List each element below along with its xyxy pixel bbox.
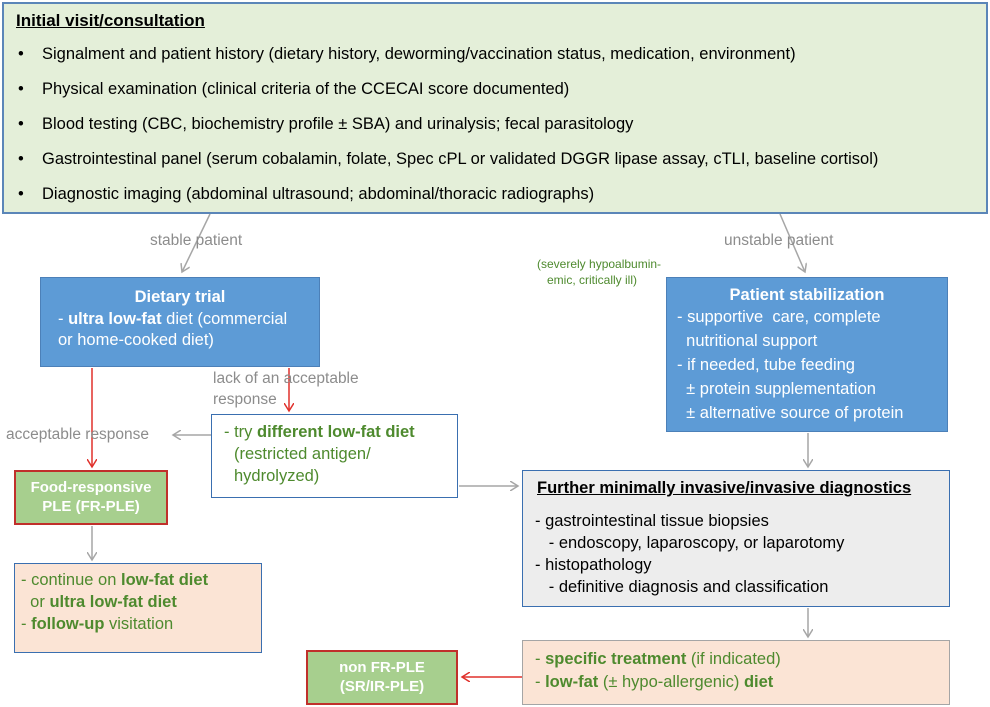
list-item: •Blood testing (CBC, biochemistry profil…	[18, 115, 634, 133]
non-fr-line1: non FR-PLE	[339, 659, 425, 676]
label-lack-line2: response	[213, 391, 277, 408]
arrow-stable	[182, 213, 211, 272]
try-diet-line2: (restricted antigen/	[234, 445, 371, 463]
stabilization-lines: - supportive care, complete nutritional …	[677, 308, 904, 422]
continue-line3: - follow-up visitation	[21, 615, 174, 633]
try-diet-line3: hydrolyzed)	[234, 467, 320, 485]
list-item: •Diagnostic imaging (abdominal ultrasoun…	[18, 185, 595, 203]
arrow-unstable	[779, 213, 805, 272]
bullet-icon: •	[18, 45, 24, 63]
try-diet-line1: - try different low-fat diet	[224, 423, 415, 441]
fr-ple-line1: Food-responsive	[30, 479, 152, 496]
dietary-line2: or home-cooked diet)	[58, 331, 214, 349]
initial-visit-title: Initial visit/consultation	[16, 11, 205, 30]
bullet-icon: •	[18, 150, 24, 168]
try-different-diet-box: - try different low-fat diet (restricted…	[211, 414, 458, 498]
further-title: Further minimally invasive/invasive diag…	[537, 479, 912, 497]
fr-ple-box: Food-responsive PLE (FR-PLE)	[14, 470, 168, 525]
fr-ple-line2: PLE (FR-PLE)	[42, 498, 140, 515]
further-diagnostics-box: Further minimally invasive/invasive diag…	[522, 470, 950, 607]
stabilization-title: Patient stabilization	[729, 286, 885, 304]
specific-line1: - specific treatment (if indicated)	[535, 650, 781, 668]
label-severe-line2: emic, critically ill)	[547, 273, 637, 287]
continue-diet-box: - continue on low-fat diet or ultra low-…	[14, 563, 262, 653]
initial-visit-list: •Signalment and patient history (dietary…	[18, 44, 878, 219]
label-severe-line1: (severely hypoalbumin-	[537, 257, 662, 271]
non-fr-ple-box: non FR-PLE (SR/IR-PLE)	[306, 650, 458, 705]
specific-line2: - low-fat (± hypo-allergenic) diet	[535, 673, 774, 691]
bullet-icon: •	[18, 115, 24, 133]
bullet-icon: •	[18, 185, 24, 203]
label-stable-patient: stable patient	[150, 232, 243, 249]
specific-treatment-box: - specific treatment (if indicated) - lo…	[522, 640, 950, 705]
list-item: •Gastrointestinal panel (serum cobalamin…	[18, 150, 879, 168]
initial-visit-box: Initial visit/consultation •Signalment a…	[2, 2, 988, 214]
further-lines: - gastrointestinal tissue biopsies - end…	[535, 512, 845, 596]
label-lack-line1: lack of an acceptable	[213, 370, 359, 387]
label-unstable-patient: unstable patient	[724, 232, 834, 249]
list-item: •Physical examination (clinical criteria…	[18, 80, 570, 98]
non-fr-line2: (SR/IR-PLE)	[339, 678, 425, 695]
list-item: •Signalment and patient history (dietary…	[18, 45, 796, 63]
continue-line1: - continue on low-fat diet	[21, 571, 209, 589]
bullet-icon: •	[18, 80, 24, 98]
patient-stabilization-box: Patient stabilization - supportive care,…	[666, 277, 948, 432]
continue-line2: or ultra low-fat diet	[21, 593, 177, 611]
dietary-trial-title: Dietary trial	[134, 288, 226, 306]
label-acceptable-response: acceptable response	[6, 426, 150, 443]
dietary-line1: - ultra low-fat diet (commercial	[58, 310, 288, 328]
dietary-trial-box: Dietary trial - ultra low-fat diet (comm…	[40, 277, 320, 367]
